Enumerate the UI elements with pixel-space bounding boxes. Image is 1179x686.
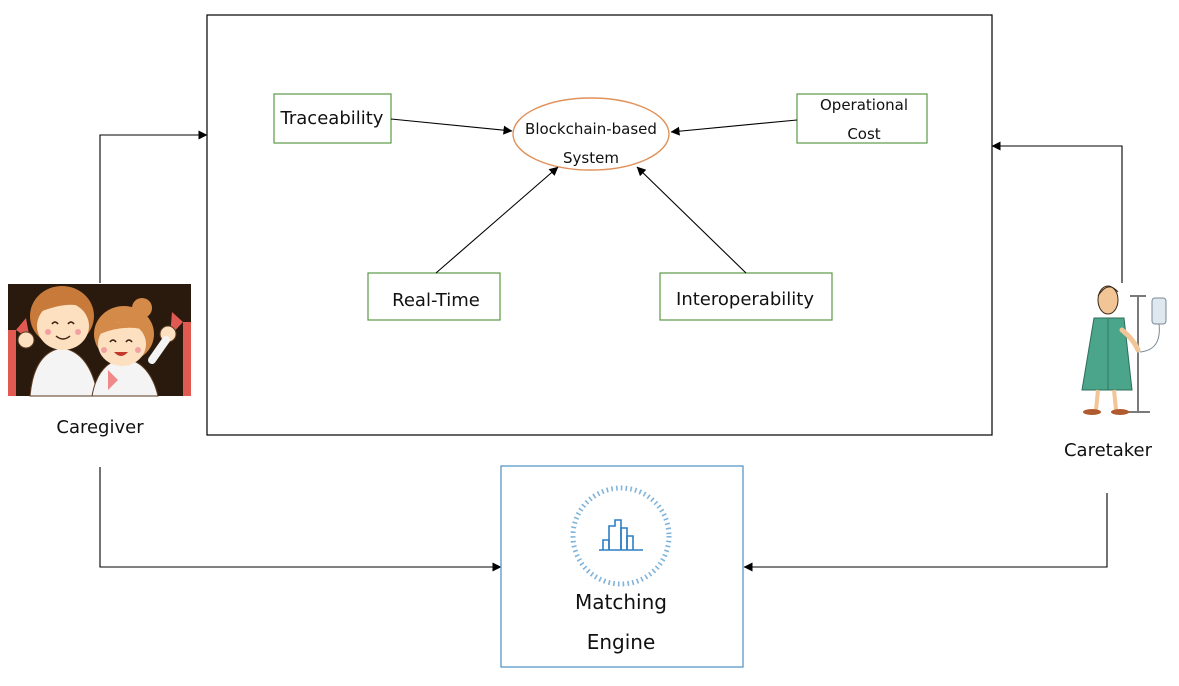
system-frame: [206, 14, 993, 436]
matching-engine-label-line1: Matching: [575, 590, 667, 614]
matching-engine-box: [500, 465, 744, 668]
blockchain-system-node: Blockchain-based System: [512, 97, 670, 171]
traceability-to-system-arrow: [390, 118, 513, 135]
traceability-label: Traceability: [280, 108, 384, 129]
bar-chart-icon: [599, 519, 643, 551]
caregiver-to-system-connector: [99, 130, 208, 283]
operational-cost-box: [796, 93, 928, 144]
interoperability-to-system-arrow: [636, 166, 747, 274]
caregiver-illustration: [8, 284, 191, 397]
caregiver-label: Caregiver: [56, 417, 144, 438]
caretaker-illustration: [1081, 285, 1167, 415]
caretaker-to-system-connector: [991, 141, 1123, 283]
blockchain-system-ellipse: [512, 97, 670, 171]
blockchain-system-label-line1: Blockchain-based: [525, 120, 657, 138]
matching-engine-label-line2: Engine: [587, 630, 656, 654]
traceability-node: Traceability: [273, 93, 392, 144]
matching-engine-dashed-ring: [570, 485, 672, 587]
caregiver-to-engine-connector: [99, 467, 502, 572]
interoperability-box: [659, 272, 833, 321]
interoperability-label: Interoperability: [676, 289, 814, 310]
traceability-box: [273, 93, 392, 144]
matching-engine-node: Matching Engine: [500, 465, 744, 668]
operational-cost-to-system-arrow: [670, 119, 798, 136]
real-time-node: Real-Time: [367, 272, 501, 321]
caretaker-label: Caretaker: [1064, 440, 1153, 461]
real-time-label: Real-Time: [392, 290, 480, 311]
real-time-to-system-arrow: [435, 166, 559, 274]
caretaker-to-engine-connector: [743, 493, 1108, 572]
operational-cost-node: Operational Cost: [796, 93, 928, 144]
interoperability-node: Interoperability: [659, 272, 833, 321]
operational-cost-label-line1: Operational: [820, 96, 908, 114]
operational-cost-label-line2: Cost: [847, 125, 880, 143]
blockchain-system-label-line2: System: [563, 149, 619, 167]
real-time-box: [367, 272, 501, 321]
